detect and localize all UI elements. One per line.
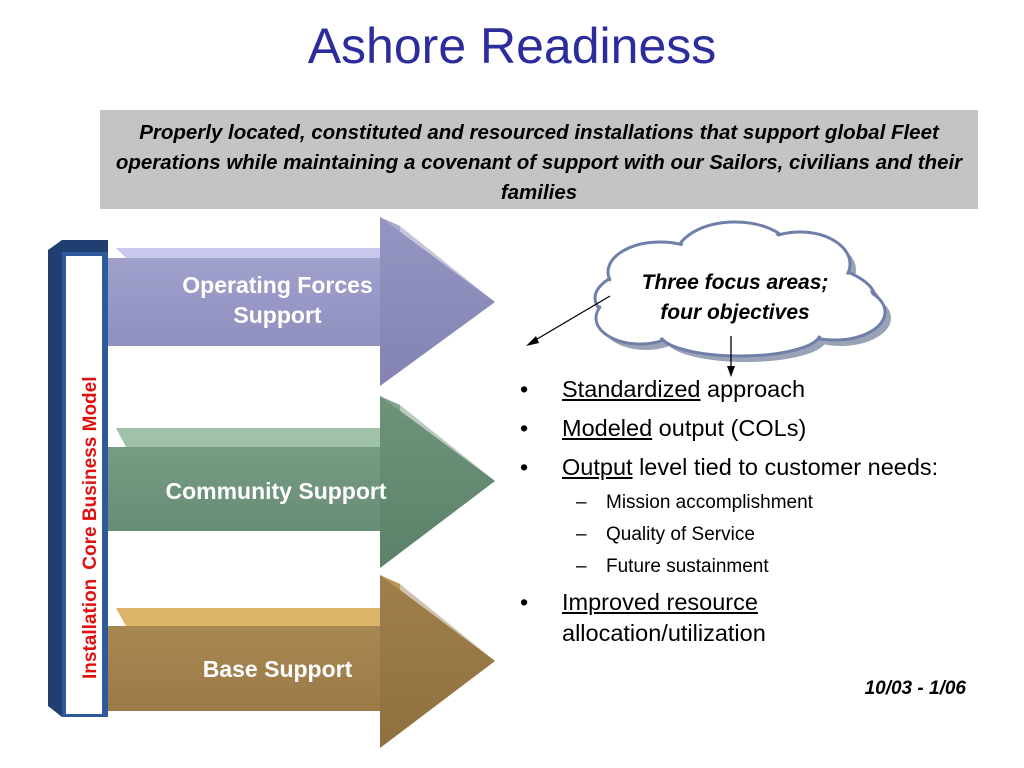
bullet-keyword: Output <box>562 454 633 480</box>
arrow-base-support <box>108 575 495 748</box>
bullet-dot: • <box>520 454 529 480</box>
installation-label: Installation <box>80 579 101 679</box>
bullet-keyword: Modeled <box>562 415 653 441</box>
bullet-dot: • <box>520 589 529 615</box>
objectives-list: • Standardized approach • Modeled output (… <box>520 374 1020 657</box>
page-title: Ashore Readiness <box>307 18 717 74</box>
cloud-line1: Three focus areas; <box>641 271 829 294</box>
community-support-label: Community Support <box>165 478 387 504</box>
date-range: 10/03 - 1/06 <box>864 678 966 699</box>
operating-forces-line1: Operating Forces <box>182 272 373 298</box>
sub-bullet-quality: –Quality of Service <box>520 523 1020 547</box>
sub-bullet-mission: –Mission accomplishment <box>520 491 1020 515</box>
bullet-output: • Output level tied to customer needs: <box>520 452 1020 483</box>
core-model-bar: Installation Core Business Model <box>48 240 108 717</box>
mission-statement: Properly located, constituted and resour… <box>100 110 978 209</box>
base-support-label: Base Support <box>202 656 353 682</box>
sub-bullet-dash: – <box>576 492 587 513</box>
bullet-text: approach <box>700 376 806 402</box>
operating-forces-line2: Support <box>233 302 322 328</box>
sub-bullet-text: Future sustainment <box>606 556 769 577</box>
bullet-standardized: • Standardized approach <box>520 374 1020 405</box>
bullet-text: allocation/utilization <box>562 620 766 646</box>
sub-bullet-dash: – <box>576 556 587 577</box>
sub-bullet-text: Quality of Service <box>606 524 755 545</box>
arrow-operating-forces <box>108 217 495 386</box>
bullet-keyword: Standardized <box>562 376 701 402</box>
cloud-caption: Three focus areas; four objectives <box>605 268 865 328</box>
bullet-dot: • <box>520 376 529 402</box>
operating-forces-label: Operating Forces Support <box>150 270 405 330</box>
focus-cloud <box>593 220 891 362</box>
bullet-modeled: • Modeled output (COLs) <box>520 413 1020 444</box>
bullet-keyword: Improved resource <box>562 589 758 615</box>
bullet-dot: • <box>520 415 529 441</box>
sub-bullet-future: –Future sustainment <box>520 555 1020 579</box>
sub-bullet-dash: – <box>576 524 587 545</box>
bullet-text: level tied to customer needs: <box>632 454 939 480</box>
core-model-text: Installation Core Business Model <box>80 376 101 679</box>
bullet-text: output (COLs) <box>652 415 807 441</box>
arrow-community-support <box>108 396 495 568</box>
pointer-arrows <box>526 295 735 377</box>
sub-bullet-text: Mission accomplishment <box>606 492 813 513</box>
cloud-line2: four objectives <box>660 301 810 324</box>
core-model-label: Core Business Model <box>80 376 101 569</box>
bullet-improved: • Improved resource allocation/utilization <box>520 587 1020 649</box>
